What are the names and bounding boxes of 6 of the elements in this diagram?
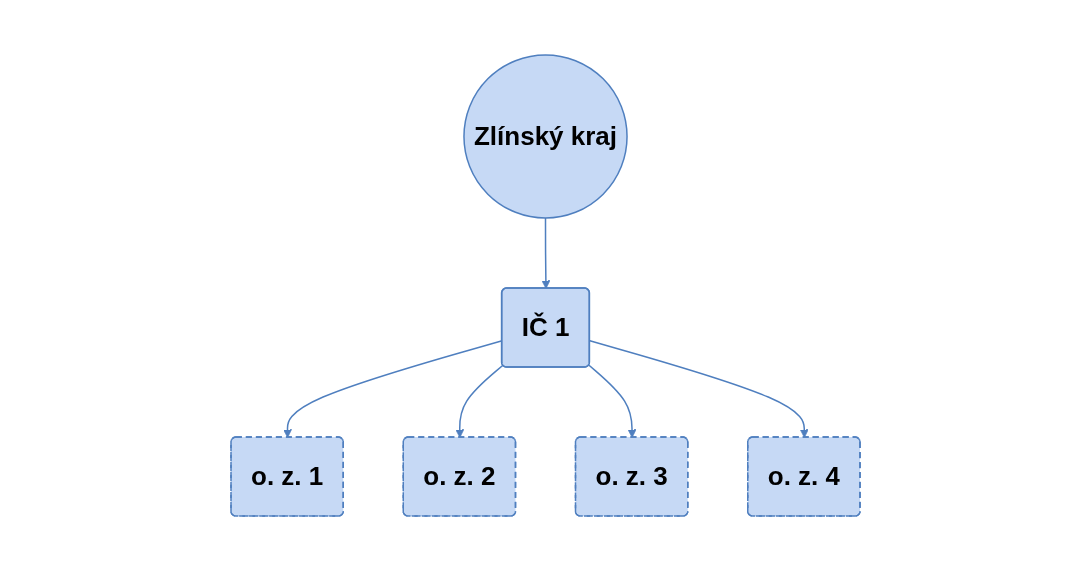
arrow — [455, 364, 504, 438]
arrow — [589, 339, 809, 438]
arrow — [283, 339, 503, 438]
arrow — [541, 217, 551, 289]
arrow — [588, 364, 637, 438]
node-circle: Zlínský kraj — [463, 54, 628, 219]
